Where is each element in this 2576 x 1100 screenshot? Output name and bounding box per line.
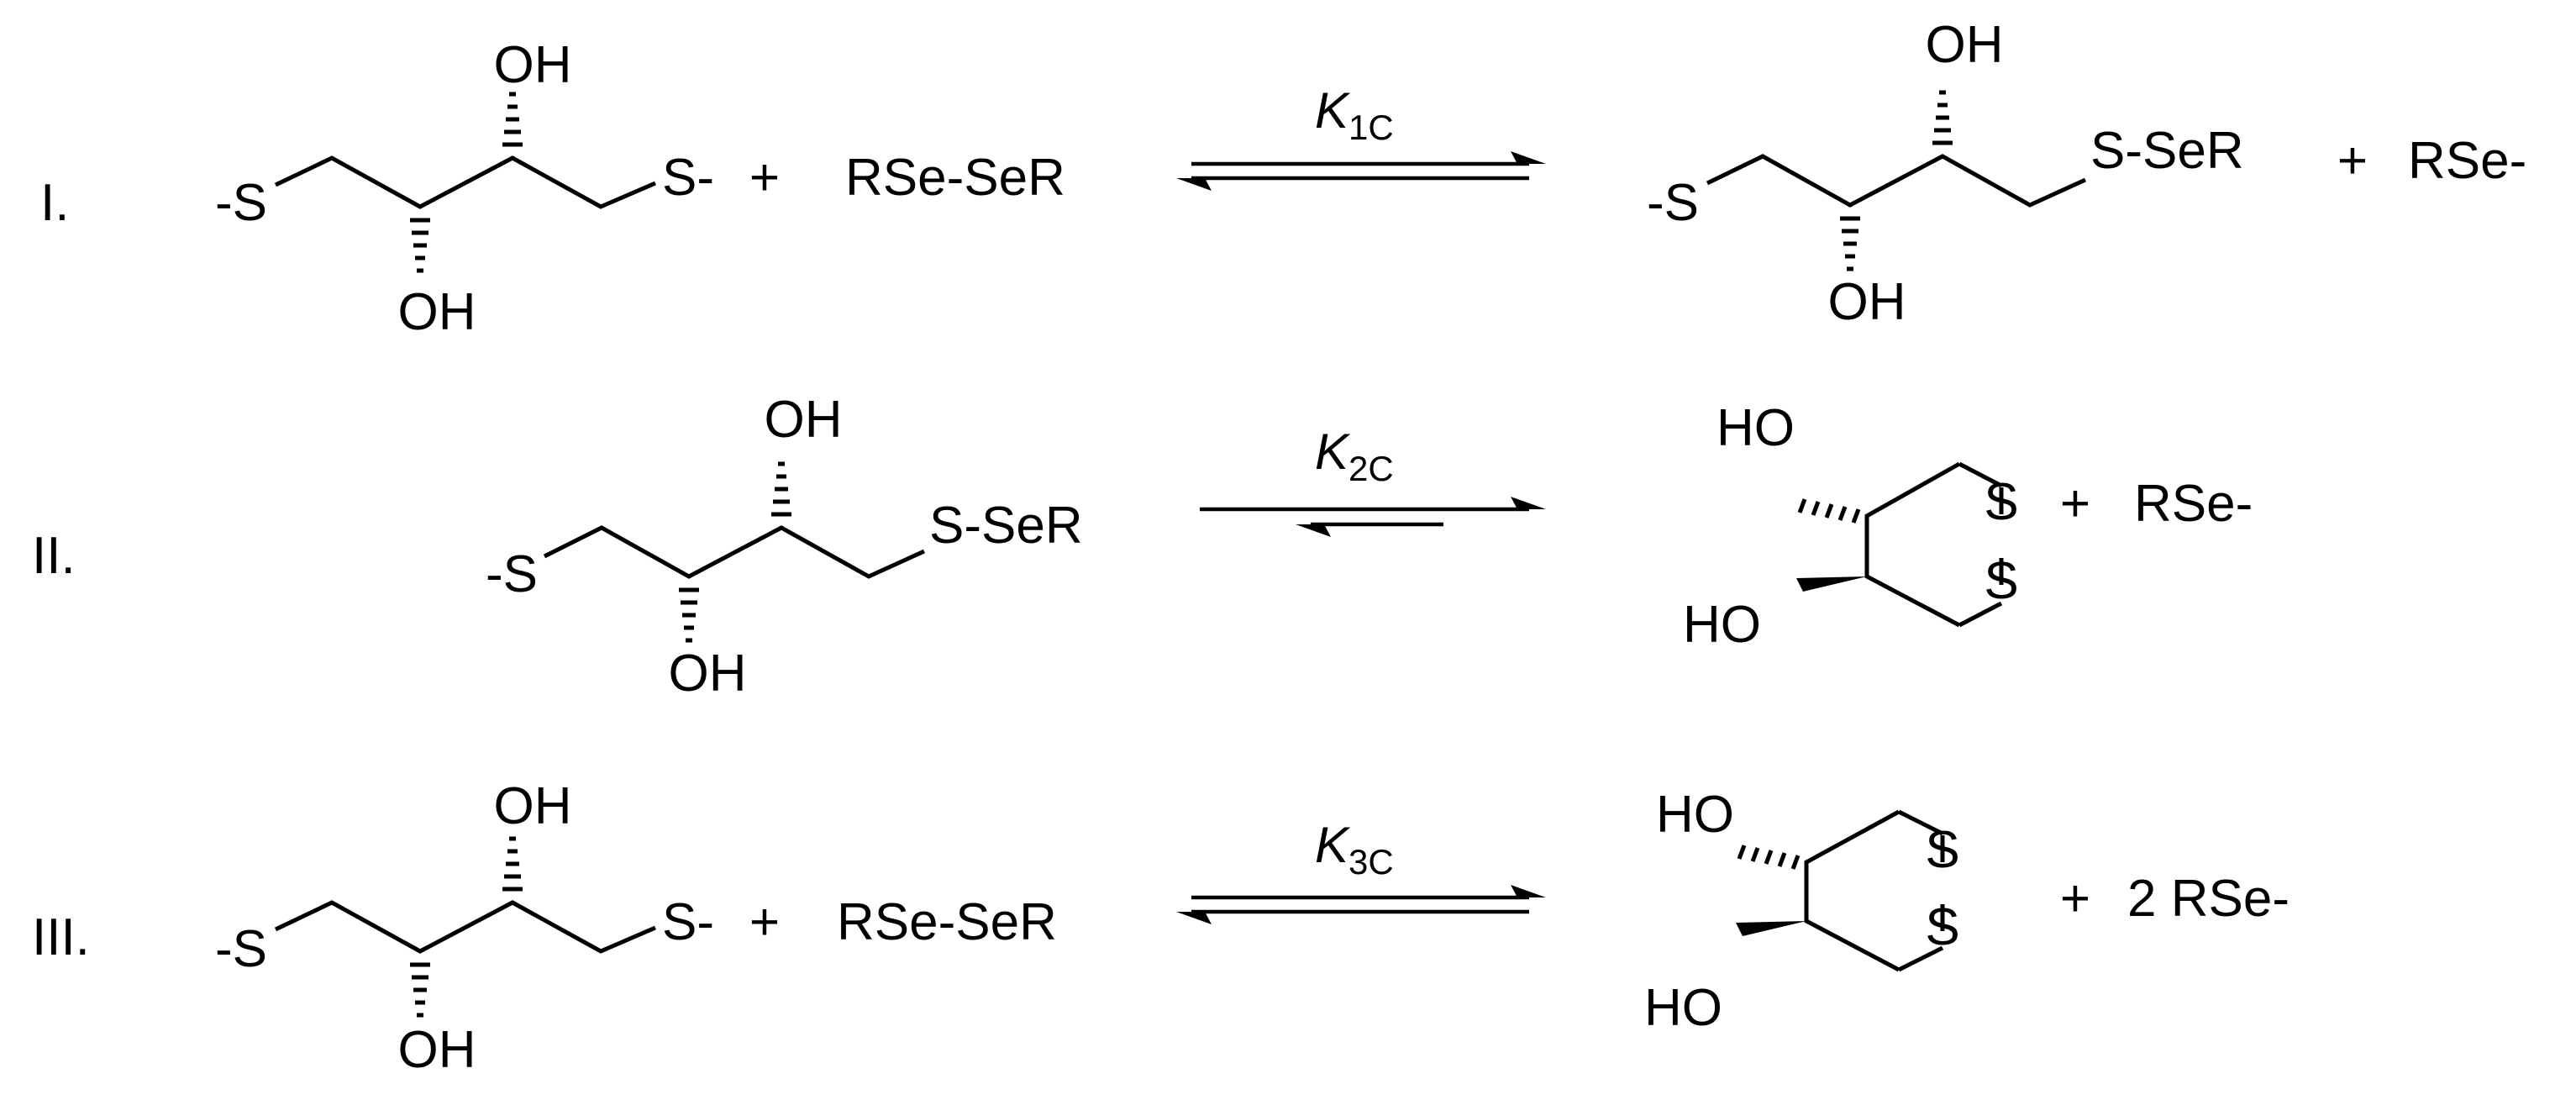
stereo-hash-bond <box>679 587 699 643</box>
chain-bonds <box>543 525 926 579</box>
thiolate-left: -S <box>215 174 267 232</box>
reaction-2-product: HO HO S S <box>1683 399 2019 654</box>
hydroxyl-top: HO <box>1716 399 1795 457</box>
plus-sign: + <box>749 149 780 207</box>
ring-bonds <box>1958 461 2004 628</box>
stereo-wedge-bond <box>1736 921 1806 936</box>
stereo-hash-bond <box>410 218 430 273</box>
equilibrium-arrow-2 <box>1200 497 1546 537</box>
chain-bonds <box>274 900 656 954</box>
reaction-3-label: III. <box>32 908 90 966</box>
reaction-1: I. -S OH OH S- + RSe-SeR K1C -S OH OH S-… <box>40 16 2526 341</box>
thiolate-right: S- <box>662 149 714 207</box>
hydroxyl-bottom: OH <box>398 1021 476 1079</box>
reaction-1-reactant: -S OH OH S- <box>215 36 714 341</box>
selenolate-byproduct: RSe- <box>2408 132 2526 190</box>
stereo-hash-bond <box>1932 90 1953 145</box>
ring-bonds <box>1864 461 1961 628</box>
sulfur-bottom: S <box>1984 552 2018 610</box>
hydroxyl-bottom: OH <box>398 283 476 341</box>
stereo-hash-bond <box>1840 216 1860 271</box>
hydroxyl-bottom: HO <box>1644 979 1722 1037</box>
equilibrium-constant-1: K1C <box>1315 82 1394 147</box>
reaction-2-label: II. <box>32 527 76 585</box>
plus-sign: + <box>2060 870 2090 928</box>
stereo-hash-bond <box>1797 498 1861 524</box>
equilibrium-arrow-3 <box>1176 885 1546 924</box>
sulfur-top: S <box>1925 821 1959 879</box>
hydroxyl-top: OH <box>494 777 572 835</box>
hydroxyl-bottom: OH <box>1828 273 1906 331</box>
reaction-1-product: -S OH OH S-SeR <box>1647 16 2244 331</box>
equilibrium-constant-3: K3C <box>1315 817 1394 882</box>
plus-sign: + <box>2337 132 2368 190</box>
reaction-3: III. -S OH OH S- + RSe-SeR K3C HO HO S <box>32 777 2289 1079</box>
stereo-hash-bond <box>410 962 430 1018</box>
stereo-hash-bond <box>502 92 523 147</box>
thiolate-left: -S <box>1647 174 1699 232</box>
diselenide-reagent: RSe-SeR <box>845 149 1065 207</box>
equilibrium-arrow-1 <box>1176 151 1546 191</box>
stereo-hash-bond <box>502 836 523 892</box>
reaction-2-reactant: -S OH OH S-SeR <box>486 391 1083 703</box>
plus-sign: + <box>2060 475 2090 533</box>
diselenide-reagent: RSe-SeR <box>837 893 1057 951</box>
hydroxyl-top: HO <box>1656 786 1734 844</box>
sulfur-top: S <box>1984 473 2018 531</box>
selenolate-byproduct: RSe- <box>2134 475 2253 533</box>
selenosulfide-group: S-SeR <box>2090 122 2244 180</box>
chain-bonds <box>1706 154 2087 208</box>
thiolate-left: -S <box>215 920 267 978</box>
reaction-3-product: HO HO S S <box>1644 786 1960 1037</box>
selenosulfide-group: S-SeR <box>929 497 1083 555</box>
chain-bonds <box>274 155 656 209</box>
stereo-wedge-bond <box>1796 576 1867 592</box>
reaction-3-reactant: -S OH OH S- <box>215 777 714 1079</box>
thiolate-right: S- <box>662 893 714 951</box>
ring-bonds <box>1897 809 1945 972</box>
selenolate-byproduct: 2 RSe- <box>2127 870 2289 928</box>
sulfur-bottom: S <box>1925 898 1959 956</box>
reaction-1-label: I. <box>40 174 69 232</box>
hydroxyl-bottom: HO <box>1683 596 1761 654</box>
stereo-hash-bond <box>771 461 791 517</box>
stereo-hash-bond <box>1737 845 1801 870</box>
reaction-2: II. -S OH OH S-SeR K2C HO HO S S <box>32 391 2253 703</box>
plus-sign: + <box>749 893 780 951</box>
ring-bonds <box>1804 809 1900 972</box>
equilibrium-constant-2: K2C <box>1315 424 1394 488</box>
thiolate-left: -S <box>486 545 538 603</box>
hydroxyl-top: OH <box>765 391 843 449</box>
hydroxyl-top: OH <box>494 36 572 94</box>
hydroxyl-top: OH <box>1926 16 2004 74</box>
hydroxyl-bottom: OH <box>669 645 747 703</box>
